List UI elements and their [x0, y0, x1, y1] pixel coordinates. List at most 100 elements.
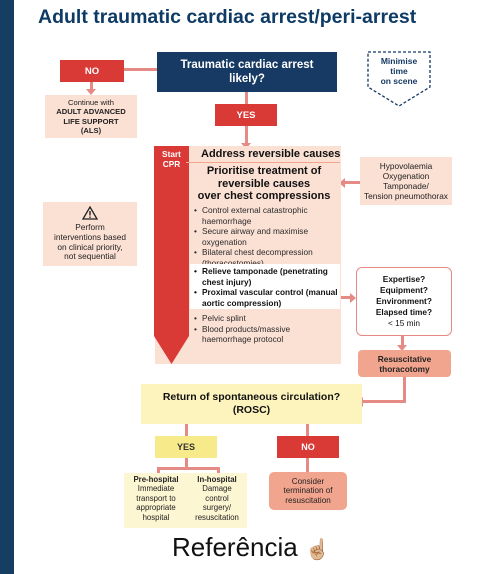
als-box: Continue with ADULT ADVANCED LIFE SUPPOR… — [45, 95, 137, 138]
connector — [124, 68, 158, 71]
arrow-head — [339, 178, 345, 188]
list-item: Pelvic splint — [194, 313, 338, 324]
minimise-line: Minimise — [380, 56, 418, 66]
traumatic-arrest-decision-box: Traumatic cardiac arrest likely? — [157, 52, 337, 92]
page-title: Adult traumatic cardiac arrest/peri-arre… — [38, 6, 417, 28]
prioritise-heading: Prioritise treatment of reversible cause… — [188, 165, 340, 203]
consider-line: termination of — [283, 486, 333, 496]
list-item: Proximal vascular control (manual aortic… — [194, 287, 338, 308]
decision-line-1: Traumatic cardiac arrest — [180, 59, 314, 71]
expertise-line: Elapsed time? — [375, 307, 433, 317]
connector — [185, 458, 188, 468]
no-label-top: NO — [60, 60, 124, 82]
warning-box: Perform interventions based on clinical … — [43, 202, 137, 266]
consider-line: resuscitation — [285, 495, 331, 505]
inhospital-line: resuscitation — [195, 512, 239, 522]
connector — [185, 424, 188, 436]
connector — [306, 424, 309, 436]
inhospital-line: Damage — [202, 484, 232, 494]
connector — [344, 181, 360, 184]
rosc-line: Return of spontaneous circulation? — [162, 391, 341, 403]
thoracotomy-line: thoracotomy — [379, 363, 430, 374]
inhospital-title: In-hospital — [197, 475, 237, 484]
rosc-decision-box: Return of spontaneous circulation? (ROSC… — [141, 384, 362, 424]
list-item: Secure airway and maximise oxygenation — [194, 226, 338, 247]
prehospital-line: hospital — [142, 512, 170, 522]
interventions-list-2: Relieve tamponade (penetrating chest inj… — [194, 266, 338, 308]
prioritise-line: reversible causes — [217, 177, 311, 190]
decision-line-2: likely? — [229, 73, 265, 85]
connector — [90, 82, 93, 90]
warning-line: interventions based — [54, 231, 126, 242]
list-item: Blood products/massive haemorrhage proto… — [194, 324, 338, 345]
als-line: LIFE SUPPORT — [63, 116, 119, 126]
prehospital-line: Immediate — [137, 484, 175, 494]
arrow-head — [350, 293, 356, 303]
minimise-line: on scene — [380, 76, 418, 86]
expertise-check-box: Expertise? Equipment? Environment? Elaps… — [356, 267, 452, 336]
yes-label-top: YES — [215, 104, 277, 126]
warning-icon — [82, 205, 98, 220]
left-sidebar-bar — [0, 0, 14, 574]
start-cpr-line: CPR — [162, 158, 181, 169]
start-cpr-label: Start CPR — [154, 149, 189, 169]
prioritise-line: over chest compressions — [197, 190, 331, 203]
address-heading: Address reversible causes — [201, 148, 341, 160]
expertise-line: Equipment? — [380, 285, 428, 295]
hypo-line: Hypovolaemia — [379, 160, 433, 171]
minimise-line: time — [390, 66, 408, 76]
referencia-text: Referência — [172, 532, 298, 562]
list-item: Bilateral chest decompression (thoracost… — [194, 247, 338, 268]
thoracotomy-line: Resuscitative — [377, 353, 432, 364]
expertise-line: Environment? — [376, 296, 432, 306]
als-line: Continue with — [67, 97, 114, 107]
connector — [362, 400, 406, 403]
connector — [340, 296, 352, 299]
consider-line: Consider — [291, 476, 325, 486]
warning-line: not sequential — [64, 251, 116, 262]
list-item: Relieve tamponade (penetrating chest inj… — [194, 266, 338, 287]
minimise-text: Minimise time on scene — [367, 56, 431, 86]
referencia-caption: Referência ☝🏼 — [172, 532, 330, 563]
prioritise-line: Prioritise treatment of — [206, 165, 322, 177]
minimise-time-pentagon — [367, 51, 431, 107]
start-cpr-line: Start — [162, 149, 181, 159]
prehospital-title: Pre-hospital — [133, 475, 179, 484]
pointing-up-icon: ☝🏼 — [304, 539, 330, 561]
interventions-list-3: Pelvic splint Blood products/massive hae… — [194, 313, 338, 345]
expertise-line: Expertise? — [382, 274, 426, 284]
divider — [186, 162, 340, 163]
start-cpr-arrow — [154, 146, 189, 364]
hypovolaemia-box: Hypovolaemia Oxygenation Tamponade/ Tens… — [360, 157, 452, 205]
thoracotomy-box: Resuscitative thoracotomy — [358, 350, 451, 377]
connector — [401, 336, 404, 348]
prehospital-column: Pre-hospital Immediate transport to appr… — [126, 475, 186, 522]
connector — [157, 467, 220, 470]
consider-termination-box: Consider termination of resuscitation — [269, 472, 347, 510]
prehospital-line: appropriate — [136, 503, 176, 513]
hypo-line: Oxygenation — [382, 170, 430, 181]
als-line: ADULT ADVANCED — [56, 107, 126, 117]
prehospital-line: transport to — [136, 493, 176, 503]
warning-line: on clinical priority, — [57, 241, 123, 252]
connector — [306, 458, 309, 472]
inhospital-line: control — [205, 493, 229, 503]
hospital-outcomes-box — [124, 473, 247, 528]
no-label-bottom: NO — [277, 436, 339, 458]
rosc-line: (ROSC) — [232, 404, 271, 416]
yes-label-bottom: YES — [155, 436, 217, 458]
inhospital-column: In-hospital Damage control surgery/ resu… — [187, 475, 247, 522]
list-item: Control external catastrophic haemorrhag… — [194, 205, 338, 226]
warning-line: Perform — [75, 221, 105, 232]
connector — [217, 467, 220, 473]
interventions-list-1: Control external catastrophic haemorrhag… — [194, 205, 338, 268]
connector — [403, 376, 406, 402]
expertise-line: < 15 min — [387, 318, 421, 328]
hypo-line: Tension pneumothorax — [364, 191, 448, 202]
arrow-head — [86, 89, 96, 95]
arrow-head — [397, 345, 407, 351]
connector — [245, 92, 248, 104]
hypo-line: Tamponade/ — [383, 181, 429, 191]
connector — [245, 126, 248, 146]
inhospital-line: surgery/ — [202, 503, 232, 513]
